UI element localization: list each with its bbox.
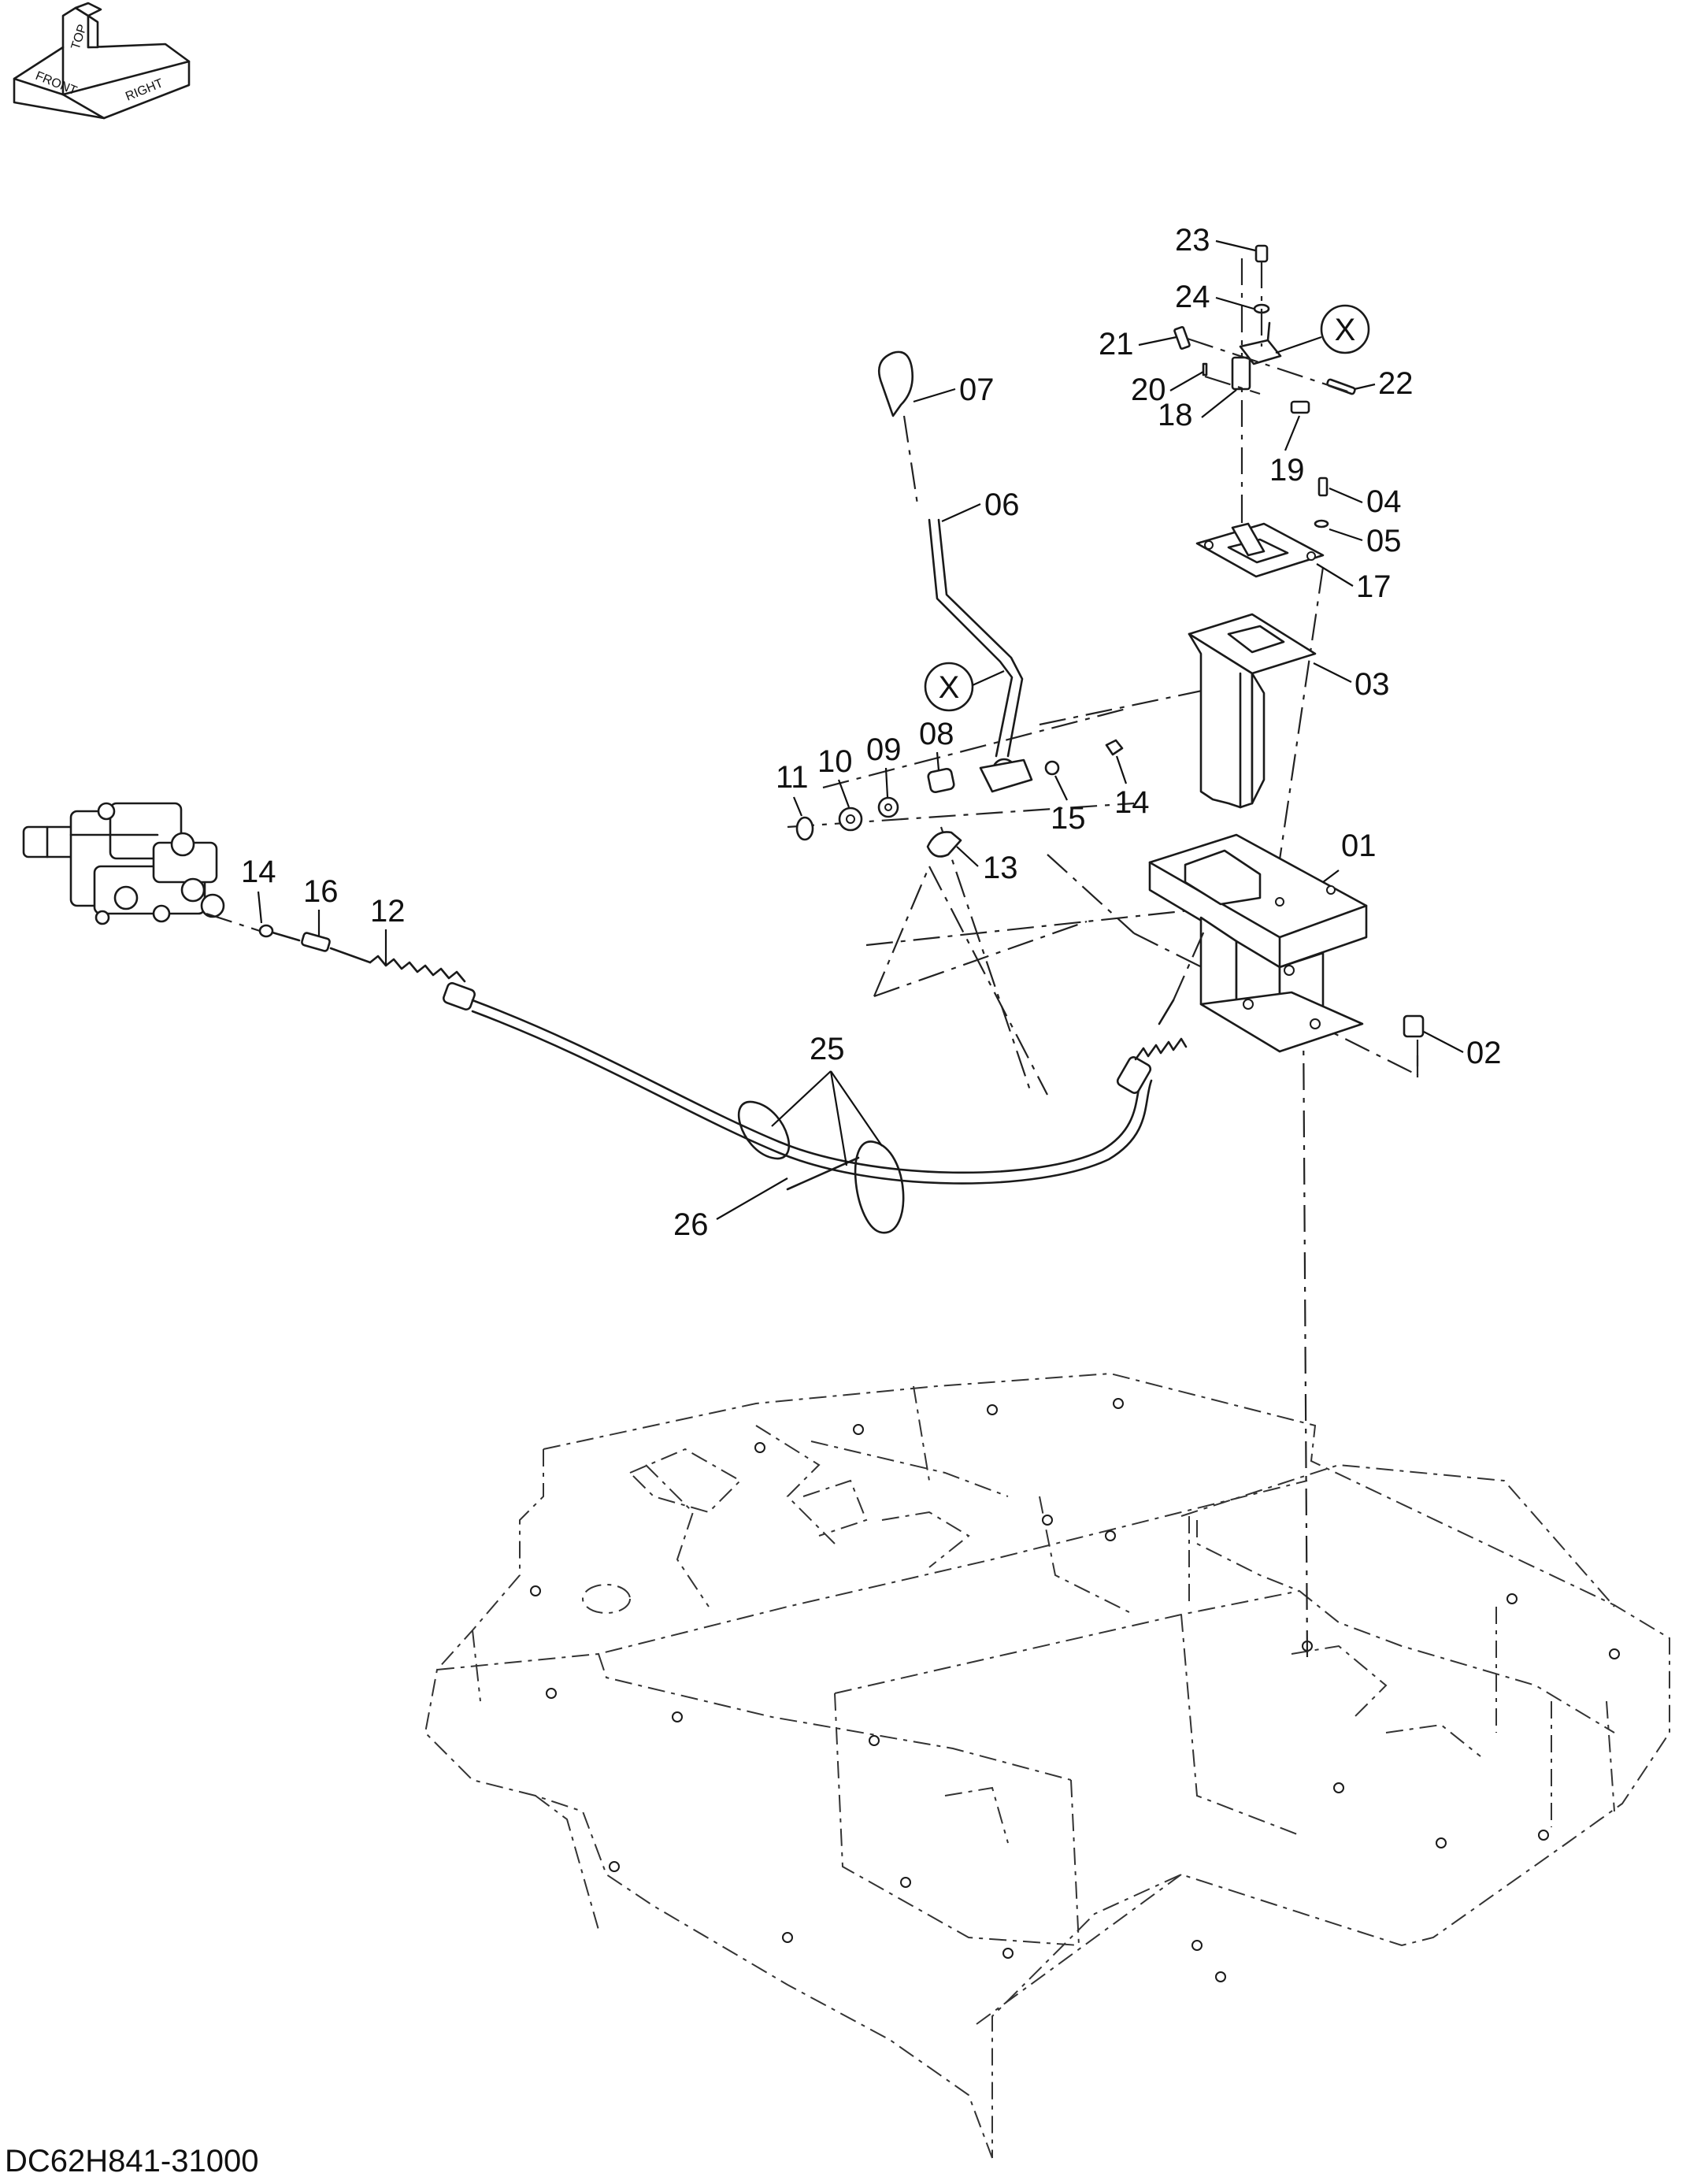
callout-21: 21 — [1099, 327, 1134, 362]
callout-15: 15 — [1051, 801, 1086, 836]
callout-02: 02 — [1466, 1036, 1502, 1070]
upper-frame-outline — [424, 1372, 1670, 2159]
callout-14-valve: 14 — [241, 855, 276, 889]
callout-01: 01 — [1341, 829, 1377, 863]
document-id: DC62H841-31000 — [5, 2144, 259, 2178]
callouts: 01 02 03 04 05 06 07 08 09 10 11 12 13 1… — [241, 223, 1502, 1242]
callout-17: 17 — [1356, 569, 1392, 604]
base-bracket-01 — [1148, 833, 1368, 1053]
guide-plate-17 — [1195, 522, 1325, 578]
callout-10: 10 — [817, 744, 853, 779]
callout-14-lever: 14 — [1114, 785, 1150, 820]
pivot-hardware — [795, 739, 1124, 858]
callout-05: 05 — [1366, 524, 1402, 558]
view-marker-x-top: X — [1275, 304, 1370, 354]
callout-24: 24 — [1175, 280, 1210, 314]
callout-26: 26 — [673, 1207, 709, 1242]
control-cable-12 — [206, 912, 1206, 1185]
view-marker-x-lever-label: X — [939, 670, 960, 705]
callout-20: 20 — [1131, 373, 1166, 407]
callout-25: 25 — [810, 1032, 845, 1066]
callout-19: 19 — [1269, 453, 1305, 488]
callout-12: 12 — [370, 894, 406, 929]
callout-06: 06 — [984, 488, 1020, 522]
callout-09: 09 — [866, 732, 902, 767]
view-marker-x-lever: X — [924, 662, 1005, 712]
callout-22: 22 — [1378, 366, 1414, 401]
bolt-02 — [1403, 1014, 1425, 1077]
shift-lever-06 — [878, 350, 1033, 793]
callout-08: 08 — [919, 717, 954, 751]
callout-03: 03 — [1354, 667, 1390, 702]
callout-04: 04 — [1366, 484, 1402, 519]
callout-07: 07 — [959, 373, 995, 407]
control-valve — [22, 802, 225, 925]
callout-13: 13 — [983, 851, 1018, 885]
callout-11: 11 — [776, 760, 809, 795]
lever-stand-03 — [1188, 613, 1317, 809]
callout-18: 18 — [1158, 398, 1193, 432]
callout-16: 16 — [303, 874, 339, 909]
orientation-badge-icon: TOP FRONT RIGHT — [13, 2, 191, 120]
callout-23: 23 — [1175, 223, 1210, 258]
lock-lever-assembly — [1173, 244, 1356, 528]
view-marker-x-top-label: X — [1335, 313, 1356, 347]
